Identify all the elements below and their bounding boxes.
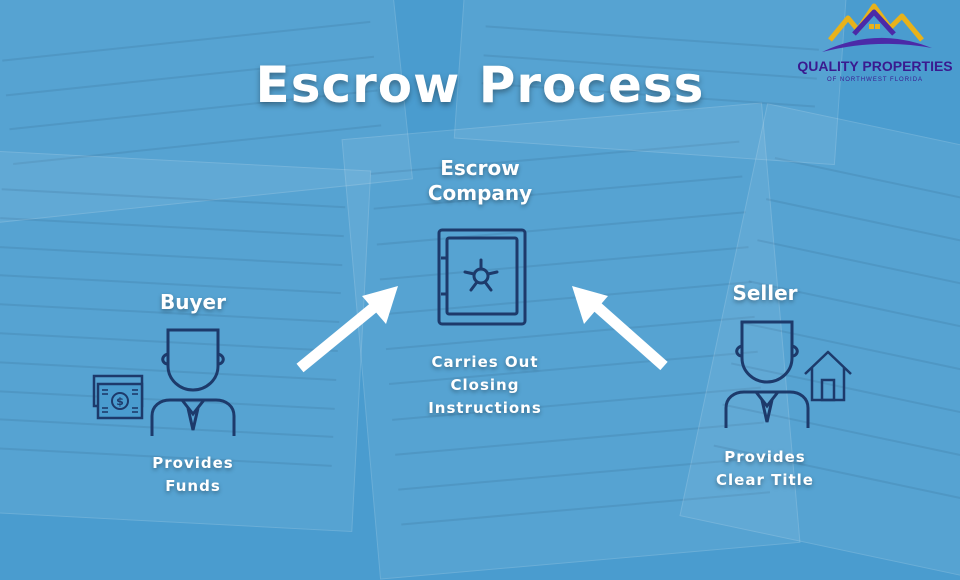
seller-person-icon [724, 320, 810, 428]
escrow-caption-line: Closing [450, 376, 520, 394]
buyer-caption-line: Funds [165, 477, 221, 495]
buyer-caption-line: Provides [152, 454, 234, 472]
escrow-title-line: Escrow [440, 156, 520, 180]
buyer-caption: Provides Funds [118, 452, 268, 498]
escrow-title-line: Company [427, 181, 533, 205]
buyer-to-escrow-arrow [296, 286, 398, 373]
escrow-caption-line: Instructions [428, 399, 542, 417]
company-logo: QUALITY PROPERTIES OF NORTHWEST FLORIDA [792, 3, 958, 88]
svg-text:$: $ [116, 395, 124, 408]
seller-title: Seller [732, 281, 798, 305]
money-icon: $ [92, 374, 144, 420]
arrows-layer [296, 286, 668, 373]
seller-caption: Provides Clear Title [690, 446, 840, 492]
buyer-title: Buyer [160, 290, 226, 314]
page-title: Escrow Process [255, 56, 705, 114]
house-icon [804, 350, 852, 402]
logo-name: QUALITY PROPERTIES [797, 58, 953, 74]
seller-caption-line: Clear Title [716, 471, 814, 489]
escrow-title: Escrow Company [380, 156, 580, 206]
buyer-person-icon [150, 328, 236, 436]
escrow-caption: Carries Out Closing Instructions [380, 351, 590, 420]
seller-to-escrow-arrow [572, 286, 668, 371]
escrow-caption-line: Carries Out [431, 353, 539, 371]
roof-logo-icon [822, 3, 932, 52]
seller-caption-line: Provides [724, 448, 806, 466]
safe-icon [437, 228, 527, 326]
logo-tagline: OF NORTHWEST FLORIDA [826, 77, 924, 83]
